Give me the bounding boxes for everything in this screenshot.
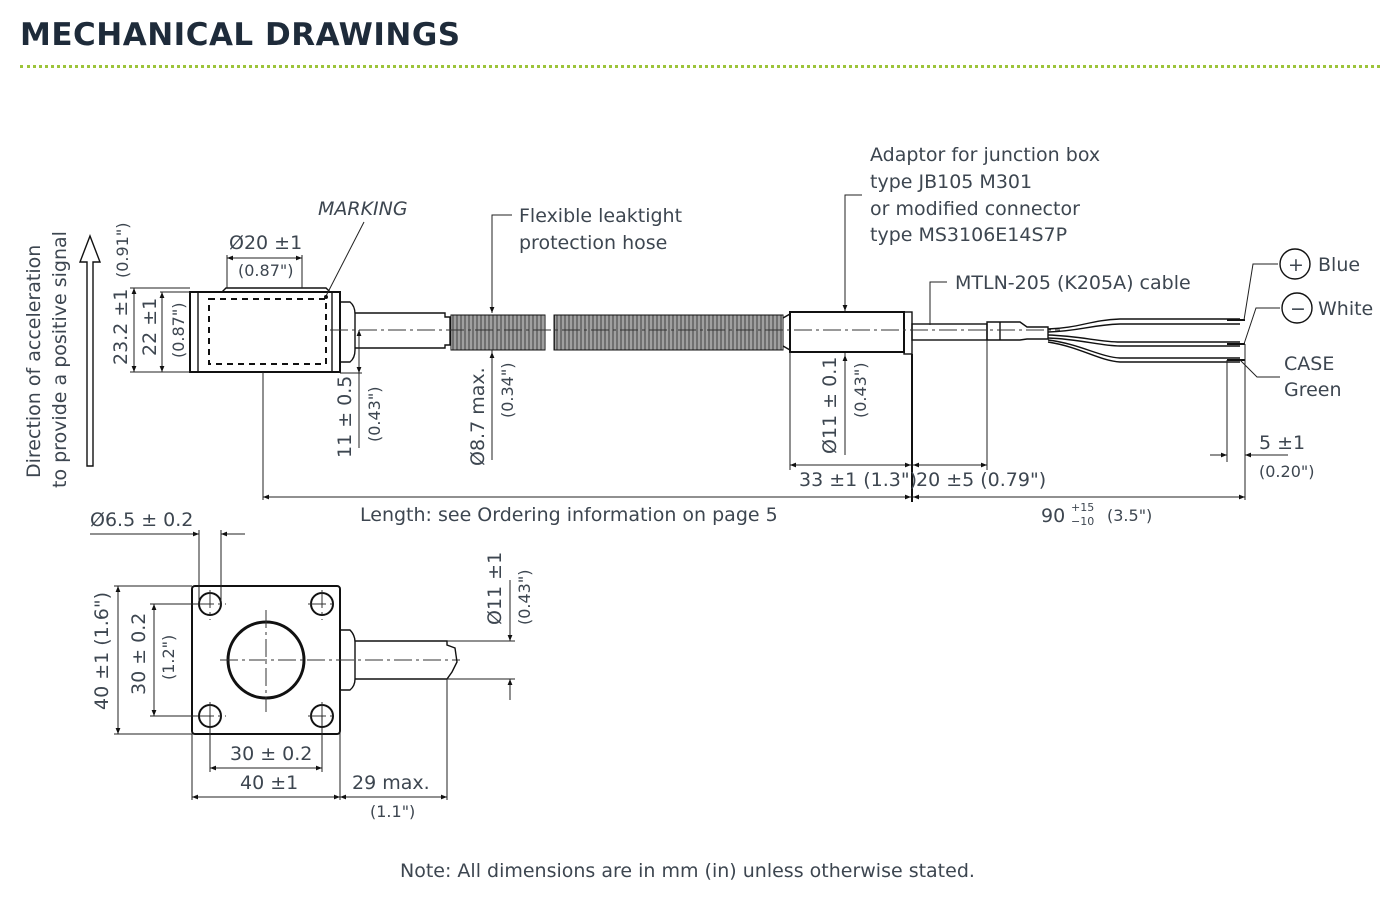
hose-diameter-dim: Ø8.7 max. <box>467 367 489 466</box>
hose-label-1: Flexible leaktight <box>519 205 682 227</box>
diameter-top-in: (0.87") <box>238 261 293 280</box>
direction-label-2: to provide a positive signal <box>49 231 71 488</box>
minus-terminal-icon <box>1281 292 1313 324</box>
hole-spacing-h-dim: 30 ± 0.2 <box>230 743 312 765</box>
height-body-in: (0.87") <box>169 303 188 358</box>
hose-diameter-in: (0.34") <box>498 363 517 418</box>
direction-label-1: Direction of acceleration <box>23 245 45 478</box>
length-note: Length: see Ordering information on page… <box>360 504 778 526</box>
top-view: Ø6.5 ± 0.2 40 ±1 (1.6") 30 ± 0.2 (1.2") … <box>90 509 534 821</box>
height-total-in: (0.91") <box>113 223 132 278</box>
top-connector <box>340 629 458 691</box>
wire-green <box>1047 339 1240 363</box>
adaptor-label-1: Adaptor for junction box <box>870 144 1100 166</box>
hole-spacing-v-dim: 30 ± 0.2 <box>128 613 150 695</box>
minus-symbol: − <box>1290 298 1306 320</box>
hole-spacing-v-in: (1.2") <box>159 635 178 680</box>
footer-note: Note: All dimensions are in mm (in) unle… <box>400 860 975 882</box>
plus-terminal-icon <box>1279 248 1311 280</box>
cable-ferrule-dim: 20 ±5 (0.79") <box>916 469 1046 491</box>
offset-in: (0.43") <box>365 387 384 442</box>
acceleration-arrow-icon <box>78 234 102 467</box>
tail-length-in: (3.5") <box>1107 506 1152 525</box>
height-total-dim: 23.2 ±1 <box>110 289 132 365</box>
strip-length-dim: 5 ±1 <box>1259 432 1305 454</box>
tail-tol-plus: +15 <box>1071 501 1094 514</box>
connector-length-in: (1.1") <box>370 802 415 821</box>
adaptor-label-3: or modified connector <box>870 198 1080 220</box>
height-body-dim: 22 ±1 <box>139 298 161 356</box>
marking-label: MARKING <box>318 198 408 220</box>
connector-length-dim: 29 max. <box>352 772 430 794</box>
wire-blue <box>1047 318 1240 333</box>
connector-diameter-dim: Ø11 ±1 <box>484 552 506 625</box>
adaptor-label-4: type MS3106E14S7P <box>870 224 1067 246</box>
outer-width-dim: 40 ±1 <box>240 772 298 794</box>
wire-white <box>1047 334 1240 347</box>
wire-white-label: White <box>1318 298 1373 320</box>
page-title: MECHANICAL DRAWINGS <box>20 17 461 53</box>
diameter-top-dim: Ø20 ±1 <box>229 232 302 254</box>
strip-length-in: (0.20") <box>1259 462 1314 481</box>
marking-area <box>208 298 327 365</box>
wire-blue-label: Blue <box>1318 254 1360 276</box>
side-view: Direction of acceleration to provide a p… <box>23 144 1373 528</box>
offset-dim: 11 ± 0.5 <box>334 376 356 458</box>
outer-height-dim: 40 ±1 (1.6") <box>91 592 113 710</box>
tail-length-dim: 90 <box>1041 505 1065 527</box>
adaptor-length-dim: 33 ±1 (1.3") <box>799 469 917 491</box>
protection-hose <box>450 314 546 351</box>
title-divider <box>20 65 1380 68</box>
junction-adaptor <box>789 311 905 353</box>
wire-case-label: CASE <box>1284 353 1334 375</box>
cable-label: MTLN-205 (K205A) cable <box>955 272 1191 294</box>
cable <box>911 323 988 341</box>
connector-diameter-in: (0.43") <box>515 570 534 625</box>
plus-symbol: + <box>1288 254 1304 276</box>
sensor-body <box>189 291 341 373</box>
ferrule <box>986 321 1049 341</box>
hose-label-2: protection hose <box>519 232 667 254</box>
sensor-connector <box>340 301 356 363</box>
hole-diameter-dim: Ø6.5 ± 0.2 <box>90 509 193 531</box>
adaptor-diameter-dim: Ø11 ± 0.1 <box>819 357 841 454</box>
wire-green-label: Green <box>1284 379 1342 401</box>
adaptor-diameter-in: (0.43") <box>851 363 870 418</box>
adaptor-label-2: type JB105 M301 <box>870 171 1032 193</box>
tail-tol-minus: −10 <box>1071 515 1094 528</box>
